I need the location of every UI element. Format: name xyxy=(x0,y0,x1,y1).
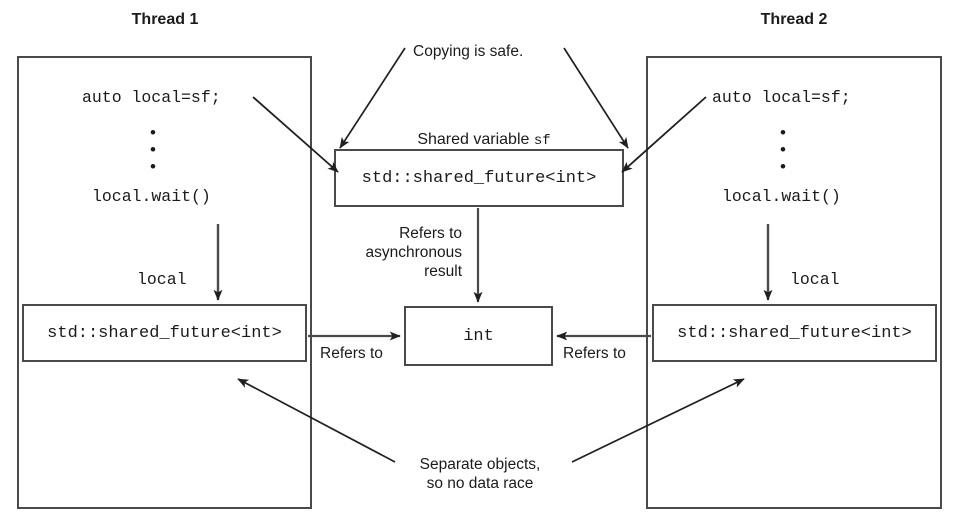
refers-to-left-annotation: Refers to xyxy=(320,345,383,362)
thread-1-code-wait: local.wait() xyxy=(92,187,211,206)
refers-to-async-annotation: Refers to asynchronous result xyxy=(330,224,462,281)
separate-objects-line-2: so no data race xyxy=(426,475,534,492)
separate-objects-line-1: Separate objects, xyxy=(419,456,541,473)
thread-1-ellipsis: • • • xyxy=(138,124,168,175)
thread-1-shared-future-object: std::shared_future<int> xyxy=(22,304,307,362)
ellipsis-dot: • xyxy=(150,157,156,176)
thread-2-title: Thread 2 xyxy=(760,11,828,28)
int-result-object: int xyxy=(404,306,553,366)
thread-2-shared-future-label: std::shared_future<int> xyxy=(677,323,912,343)
ellipsis-dot: • xyxy=(150,123,156,142)
shared-future-object: std::shared_future<int> xyxy=(334,149,624,207)
ellipsis-dot: • xyxy=(780,123,786,142)
thread-2-code-wait: local.wait() xyxy=(722,187,841,206)
shared-future-label: std::shared_future<int> xyxy=(361,168,597,188)
refers-to-async-line-3: result xyxy=(424,263,462,280)
shared-variable-name: sf xyxy=(533,133,551,149)
separate-objects-annotation: Separate objects, so no data race xyxy=(385,455,575,493)
shared-variable-caption-text: Shared variable xyxy=(417,131,534,148)
refers-to-right-annotation: Refers to xyxy=(563,345,626,362)
thread-2-shared-future-object: std::shared_future<int> xyxy=(652,304,937,362)
ellipsis-dot: • xyxy=(780,140,786,159)
refers-to-async-line-2: asynchronous xyxy=(365,244,462,261)
thread-2-ellipsis: • • • xyxy=(768,124,798,175)
refers-to-async-line-1: Refers to xyxy=(399,225,462,242)
int-result-label: int xyxy=(463,326,494,346)
thread-1-title: Thread 1 xyxy=(131,11,199,28)
ellipsis-dot: • xyxy=(150,140,156,159)
shared-variable-caption: Shared variable sf xyxy=(374,130,594,151)
copying-is-safe-annotation: Copying is safe. xyxy=(413,43,524,60)
thread-2-code-copy: auto local=sf; xyxy=(712,88,851,107)
thread-1-local-label: local xyxy=(137,270,187,289)
thread-2-local-label: local xyxy=(790,270,840,289)
thread-1-shared-future-label: std::shared_future<int> xyxy=(47,323,282,343)
ellipsis-dot: • xyxy=(780,157,786,176)
thread-1-code-copy: auto local=sf; xyxy=(82,88,221,107)
